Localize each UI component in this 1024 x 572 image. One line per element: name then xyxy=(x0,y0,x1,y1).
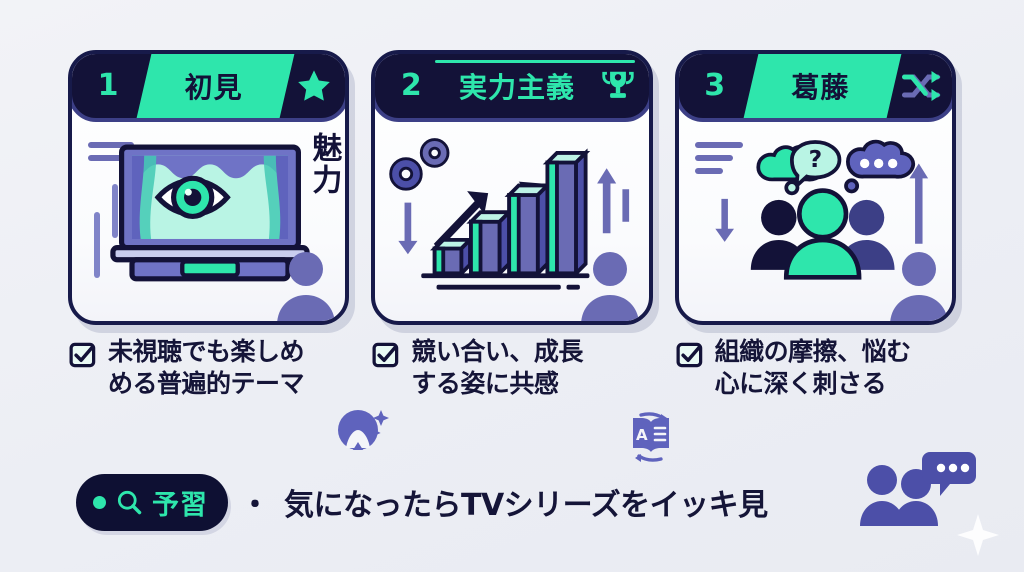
card-3-number: 3 xyxy=(704,68,726,103)
bottom-strip: 予習 ・ 気になったらTVシリーズをイッキ見 xyxy=(0,462,1024,542)
card-1-body: 魅力 xyxy=(72,126,345,321)
card-3-title: 葛藤 xyxy=(791,71,850,104)
card-2-title: 実力主義 xyxy=(458,71,575,104)
people-thought-bubbles-illustration: ? xyxy=(714,139,928,280)
bottom-text: 気になったらTVシリーズをイッキ見 xyxy=(284,488,768,523)
bottom-separator: ・ xyxy=(240,488,270,523)
card-2-body xyxy=(375,126,648,321)
card-1-kanji-overlay: 魅力 xyxy=(306,132,342,196)
header-accent-line xyxy=(435,60,636,63)
person-silhouette-icon xyxy=(277,252,335,321)
card-2[interactable]: 2 実力主義 xyxy=(371,50,653,325)
sparkle-avatar-icon xyxy=(338,410,389,450)
deco-bar xyxy=(94,212,100,278)
people-chat-icon xyxy=(860,452,976,526)
cards-row: 1 初見 魅力 xyxy=(0,50,1024,325)
card-3[interactable]: 3 葛藤 xyxy=(674,50,956,325)
pill-label: 予習 xyxy=(152,489,208,521)
pill-dot xyxy=(93,495,106,509)
translate-book-icon: A xyxy=(633,412,669,462)
checkbox-checked-icon xyxy=(69,342,96,368)
person-silhouette-icon xyxy=(581,252,639,321)
caption-line: める普遍的テーマ xyxy=(108,369,305,398)
search-icon xyxy=(117,490,142,515)
caption-line: 組織の摩擦、悩む xyxy=(714,337,912,366)
deco-bar xyxy=(112,184,118,238)
star-icon xyxy=(283,66,345,106)
svg-text:?: ? xyxy=(808,145,822,173)
deco-lines xyxy=(694,142,743,174)
translate-book-letter: A xyxy=(636,426,648,444)
caption-3-text: 組織の摩擦、悩む 心に深く刺さる xyxy=(714,336,912,400)
caption-1-text: 未視聴でも楽しめ める普遍的テーマ xyxy=(108,336,305,400)
growth-chart-illustration xyxy=(389,138,630,290)
caption-line: 未視聴でも楽しめ xyxy=(108,337,305,366)
card-1-title: 初見 xyxy=(184,71,243,104)
caption-line: 心に深く刺さる xyxy=(714,369,887,398)
card-1-header: 1 初見 xyxy=(72,54,346,122)
checkbox-checked-icon xyxy=(372,342,399,368)
caption-line: する姿に共感 xyxy=(411,369,559,398)
card-3-body: ? xyxy=(679,126,952,321)
shuffle-arrows-icon xyxy=(890,67,952,105)
captions-row: 未視聴でも楽しめ める普遍的テーマ 競い合い、成長 する姿に共感 組織の摩擦、悩… xyxy=(0,336,1024,422)
caption-line: 競い合い、成長 xyxy=(411,337,583,366)
card-1-number: 1 xyxy=(97,68,119,103)
caption-1: 未視聴でも楽しめ める普遍的テーマ xyxy=(68,336,349,422)
caption-2-text: 競い合い、成長 する姿に共感 xyxy=(411,336,583,400)
checkbox-checked-icon xyxy=(676,342,702,368)
card-3-header: 3 葛藤 xyxy=(678,54,952,122)
person-silhouette-icon xyxy=(890,252,948,321)
card-2-header: 2 実力主義 xyxy=(375,54,649,122)
deco-lines xyxy=(88,142,134,161)
card-1[interactable]: 1 初見 魅力 xyxy=(68,50,350,325)
preview-pill[interactable]: 予習 xyxy=(76,473,228,531)
sparkle-icon xyxy=(957,514,999,556)
stage-curtain-eye-illustration xyxy=(110,144,310,282)
trophy-icon xyxy=(587,67,649,105)
caption-3: 組織の摩擦、悩む 心に深く刺さる xyxy=(675,336,956,422)
caption-2: 競い合い、成長 する姿に共感 xyxy=(371,336,652,422)
card-2-number: 2 xyxy=(400,68,422,103)
